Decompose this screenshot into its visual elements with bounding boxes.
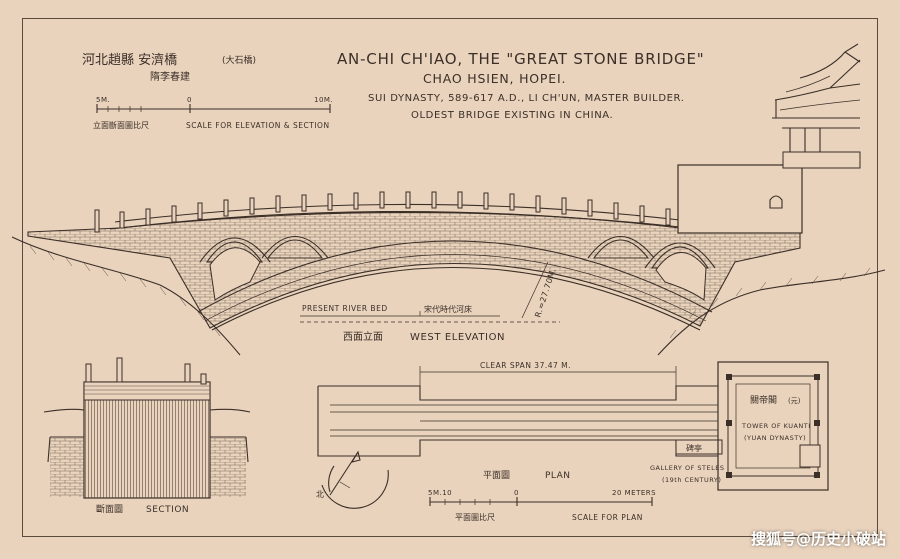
main-arch-ring [197, 240, 713, 313]
plan-scale-left: 5M.10 [428, 489, 452, 497]
elevation-scale-bar: 5M. 0 10M. 立面斷面圖比尺 SCALE FOR ELEVATION &… [93, 96, 333, 130]
elevation-scale-left: 5M. [96, 96, 110, 104]
tower-pavilion [772, 43, 861, 152]
tower-base [677, 164, 803, 234]
stele-pavilion-chinese: 碑亭 [686, 443, 702, 453]
north-label: 北 [316, 490, 324, 499]
chinese-subtitle: 隋李春建 [150, 70, 190, 83]
stele-pavilion [675, 439, 723, 455]
elevation-scale-caption: SCALE FOR ELEVATION & SECTION [186, 121, 330, 130]
chinese-title-note: (大石橋) [222, 54, 256, 66]
plan-scale-chinese: 平面圖比尺 [455, 512, 495, 522]
chinese-title: 河北趙縣 安濟橋 [82, 52, 177, 68]
west-elevation-chinese: 西面立面 [343, 330, 383, 343]
tower-label-2: (YUAN DYNASTY) [744, 434, 806, 442]
spandrel-arch-right-outer [650, 246, 710, 269]
west-elevation-caption: WEST ELEVATION [410, 332, 505, 343]
spandrel-arch-left-inner [266, 239, 324, 259]
plan-scale-mid: 0 [514, 489, 519, 497]
plan-scale-bar: 5M.10 0 20 METERS 平面圖比尺 SCALE FOR PLAN [428, 489, 656, 522]
tower-label-1: TOWER OF KUANTI [741, 422, 811, 430]
watermark: 搜狐号@历史小破站 [750, 530, 886, 548]
elevation-scale-chinese: 立面斷面圖比尺 [93, 120, 149, 130]
gallery-label-2: (19th CENTURY) [662, 476, 721, 484]
song-river-bed-label: 宋代時代河床 [424, 304, 472, 314]
plan-view: CLEAR SPAN 37.47 M. 碑亭 [316, 361, 829, 509]
north-arrow: 北 [316, 450, 389, 509]
parapet-posts [94, 191, 671, 233]
tower-chinese-label: 關帝閣 [750, 394, 777, 406]
plan-chinese: 平面圖 [483, 470, 510, 481]
plan-deck-outline [317, 385, 718, 457]
parapet-rail [114, 203, 681, 223]
spandrel-arch-left-outer [205, 241, 264, 263]
plan-scale-caption: SCALE FOR PLAN [572, 513, 643, 522]
title-line-3: SUI DYNASTY, 589-617 A.D., LI CH'UN, MAS… [368, 93, 685, 104]
plan-scale-right: 20 METERS [612, 489, 656, 497]
plan-caption: PLAN [545, 471, 571, 481]
present-river-bed-label: PRESENT RIVER BED [302, 304, 388, 313]
title-line-1: AN-CHI CH'IAO, THE "GREAT STONE BRIDGE" [337, 50, 704, 68]
elevation-scale-mid: 0 [187, 96, 192, 104]
elevation-scale-right: 10M. [314, 96, 333, 104]
clear-span-label: CLEAR SPAN 37.47 M. [480, 361, 571, 370]
section-view: 斷面圖 SECTION [43, 357, 251, 515]
gallery-label-1: GALLERY OF STELES [650, 464, 724, 472]
drawing-frame [22, 18, 878, 537]
left-river-bank [11, 236, 241, 356]
title-line-4: OLDEST BRIDGE EXISTING IN CHINA. [411, 110, 613, 121]
section-block [83, 381, 211, 499]
spandrel-arch-right-inner [592, 239, 650, 259]
west-elevation: R.=27.70M. PRESENT RIVER BED 宋代時代河床 西面立面… [11, 43, 886, 356]
tower-of-kuanti-plan [717, 361, 829, 491]
section-caption: SECTION [146, 505, 189, 515]
tower-chinese-note: (元) [788, 397, 801, 405]
section-chinese: 斷面圖 [96, 503, 123, 515]
main-arch-intrados [211, 267, 701, 331]
title-line-2: CHAO HSIEN, HOPEI. [423, 71, 566, 86]
